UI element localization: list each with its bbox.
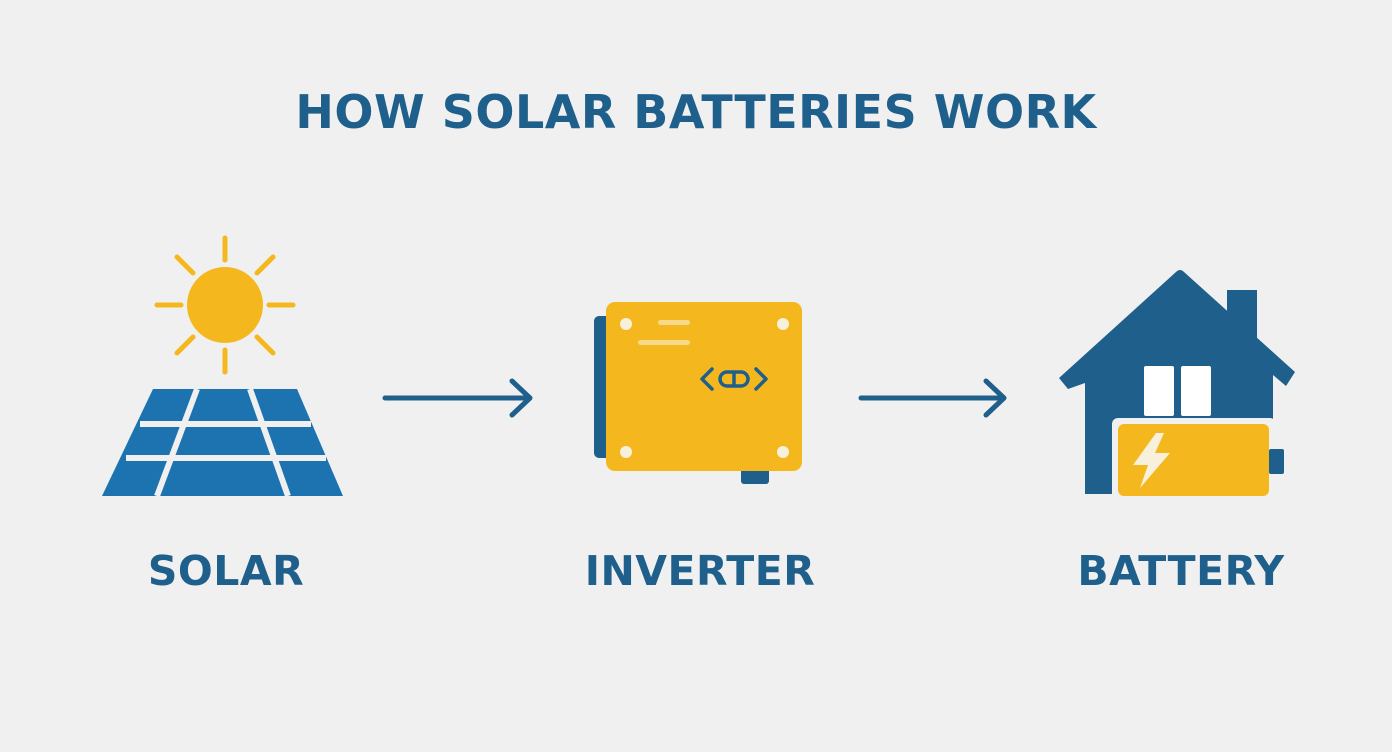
diagram-title: HOW SOLAR BATTERIES WORK xyxy=(295,85,1097,139)
arrow-right-icon xyxy=(858,378,1007,418)
inverter-icon xyxy=(594,302,802,484)
window-icon xyxy=(1144,366,1211,416)
lightning-bolt-icon xyxy=(1133,433,1170,488)
battery-icon xyxy=(1112,418,1284,503)
sun-icon xyxy=(154,235,296,375)
step-label-inverter: INVERTER xyxy=(584,547,816,595)
step-label-battery: BATTERY xyxy=(1077,547,1285,595)
arrow-right-icon xyxy=(382,378,533,418)
step-label-solar: SOLAR xyxy=(147,547,305,595)
solar-panel-icon xyxy=(102,387,343,498)
connector-arrows-icon xyxy=(700,367,768,391)
